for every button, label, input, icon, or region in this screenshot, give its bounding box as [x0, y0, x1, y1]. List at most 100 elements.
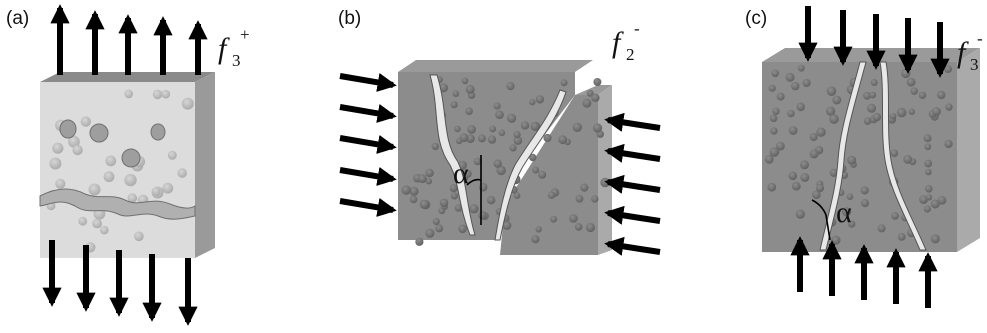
panel-a-label: (a): [6, 8, 29, 29]
force-subscript: 3: [232, 51, 241, 70]
particle: [925, 194, 933, 201]
particle: [455, 137, 463, 145]
particle: [832, 95, 842, 105]
particle: [769, 147, 780, 157]
particle: [520, 121, 530, 130]
particle: [580, 183, 589, 192]
panel-c-block: [762, 48, 980, 252]
panel-a-tension-arrows-top: [50, 4, 208, 75]
particle: [489, 125, 497, 133]
panel-b-label: (b): [338, 8, 361, 29]
particle: [151, 187, 161, 196]
particle: [560, 79, 568, 87]
particle: [532, 166, 540, 174]
particle: [944, 65, 952, 73]
particle: [450, 101, 458, 109]
particle: [846, 193, 854, 200]
particle: [574, 223, 583, 231]
particle: [802, 78, 811, 88]
particle: [891, 212, 899, 220]
particle: [502, 221, 512, 230]
particle: [78, 216, 88, 226]
panel-c-particles: [764, 64, 953, 245]
particle: [513, 131, 521, 139]
particle: [535, 226, 542, 233]
particle: [937, 90, 946, 100]
particle: [478, 182, 488, 192]
particle: [847, 155, 857, 165]
particle: [829, 168, 838, 177]
particle: [768, 84, 776, 92]
particle: [425, 228, 435, 238]
particle: [507, 113, 517, 123]
particle: [124, 89, 133, 99]
particle: [409, 195, 418, 204]
particle: [848, 220, 856, 228]
particle: [547, 191, 556, 199]
particle: [493, 102, 501, 110]
particle: [465, 107, 473, 115]
particle: [924, 159, 933, 168]
particle: [809, 149, 819, 159]
particle: [944, 139, 953, 149]
particle: [829, 114, 839, 124]
particle: [100, 225, 109, 235]
particle: [454, 125, 461, 133]
particle: [787, 109, 795, 118]
particle: [903, 155, 913, 164]
particle: [788, 171, 798, 181]
particle: [800, 160, 809, 170]
particle: [401, 185, 411, 195]
particle: [469, 204, 479, 214]
panel-c-crack-2: [879, 61, 927, 251]
particle: [431, 142, 439, 151]
particle: [167, 150, 177, 160]
particle: [572, 122, 582, 132]
particle: [776, 92, 785, 101]
particle: [795, 209, 806, 219]
particle: [796, 102, 805, 112]
particle: [498, 129, 506, 137]
force-superscript: -: [977, 29, 983, 48]
particle: [797, 64, 805, 72]
particle: [788, 126, 798, 135]
particle: [435, 224, 444, 233]
particle: [906, 77, 916, 87]
particle: [869, 91, 877, 99]
particle: [495, 110, 504, 119]
particle: [897, 233, 906, 241]
panel-a-voids: [59, 119, 166, 168]
particle: [535, 95, 545, 104]
particle: [791, 181, 801, 191]
angle-symbol: α: [836, 196, 852, 229]
particle: [776, 141, 785, 151]
particle: [493, 159, 502, 168]
particle: [872, 112, 882, 122]
particle: [467, 124, 476, 134]
particle: [531, 235, 540, 244]
particle: [816, 127, 826, 137]
panel-c-arrows-top: [798, 6, 950, 78]
particle: [181, 97, 194, 110]
particle: [454, 204, 463, 212]
particle: [461, 77, 469, 85]
particle: [415, 237, 424, 246]
particle: [937, 196, 947, 205]
particle: [449, 184, 458, 193]
particle: [134, 231, 144, 242]
particle: [908, 108, 915, 115]
particle: [473, 157, 482, 166]
panel-a-force-label: f 3 +: [218, 25, 250, 70]
particle: [842, 207, 852, 217]
particle: [770, 127, 778, 135]
particle: [529, 98, 536, 106]
particle: [867, 103, 877, 113]
panel-a-block: [40, 72, 215, 258]
force-subscript: 2: [626, 45, 635, 64]
particle: [458, 224, 467, 234]
particle: [919, 195, 928, 205]
force-symbol: f: [612, 26, 624, 59]
particle: [487, 196, 496, 205]
particle: [863, 91, 871, 100]
